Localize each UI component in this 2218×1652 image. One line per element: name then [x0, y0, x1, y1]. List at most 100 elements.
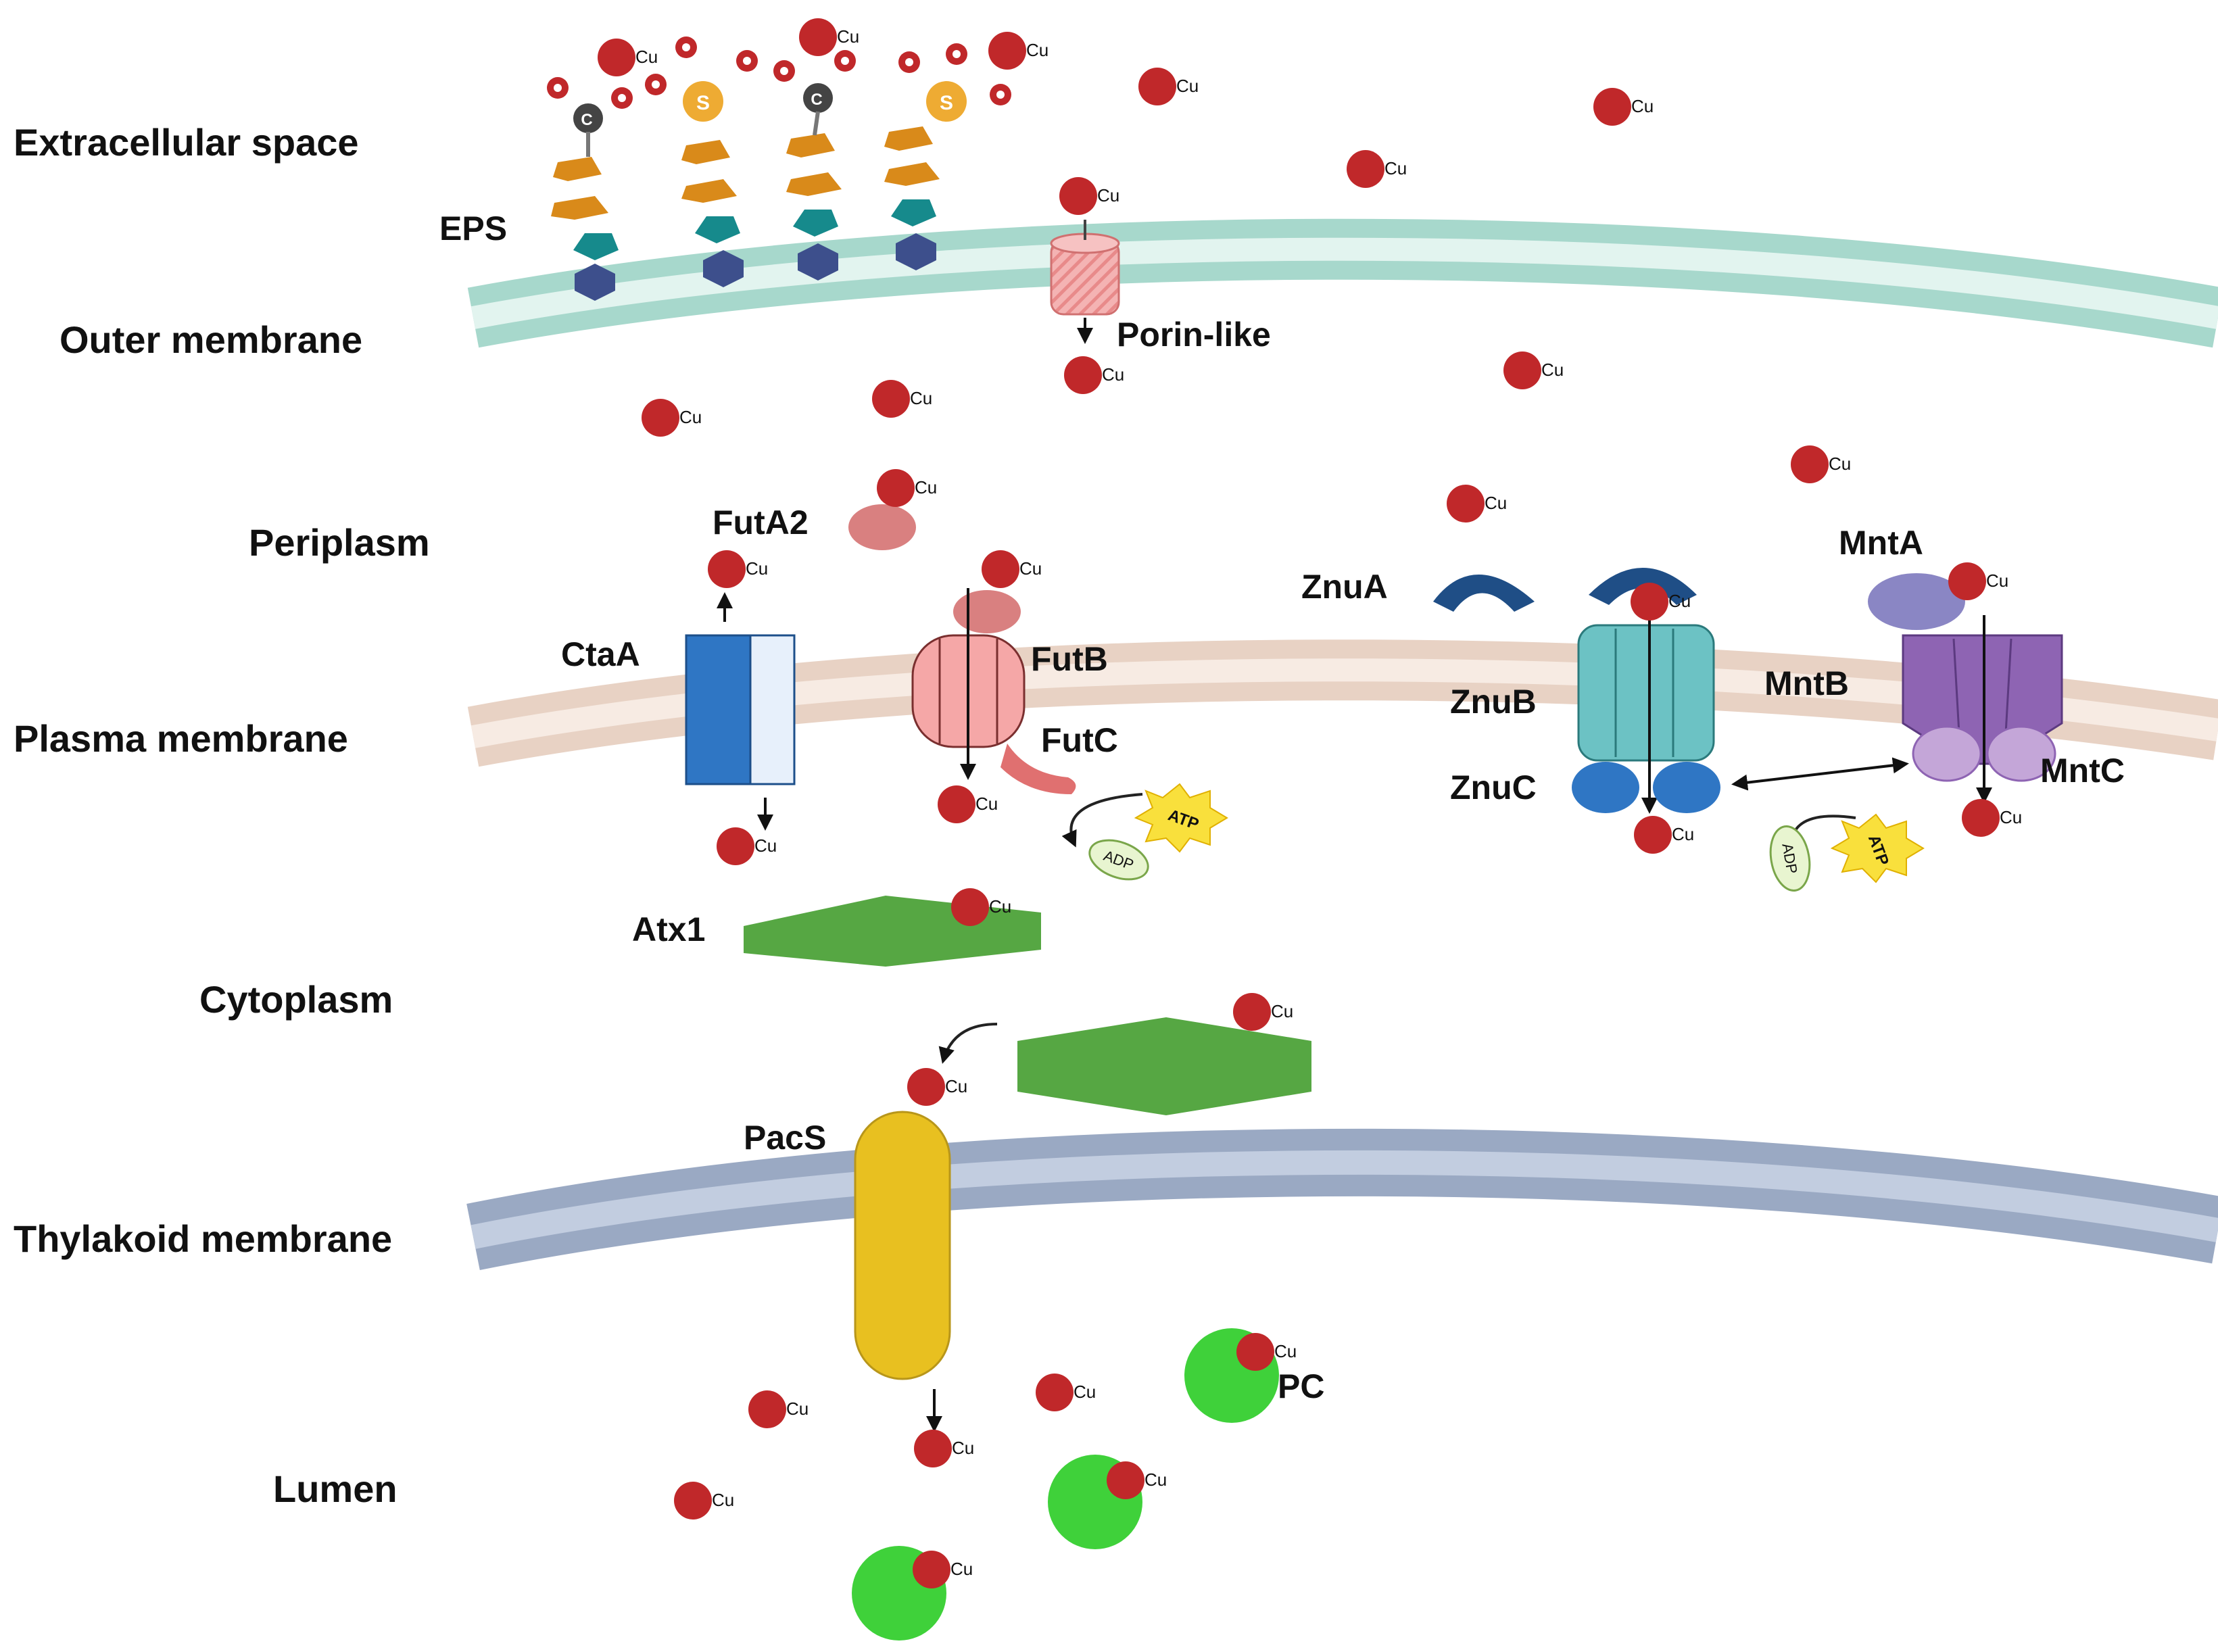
label-pacs: PacS: [744, 1119, 826, 1157]
label-thylakoid-membrane: Thylakoid membrane: [14, 1217, 392, 1260]
label-znuc: ZnuC: [1450, 769, 1537, 806]
copper-ion-label: Cu: [746, 558, 768, 579]
copper-ion-label: Cu: [1274, 1341, 1297, 1361]
copper-ion-label: Cu: [910, 388, 932, 408]
mnta-protein: [1868, 573, 1965, 630]
futb-transporter: [911, 588, 1026, 780]
copper-ion: Cu: [748, 1390, 809, 1428]
copper-ion: Cu: [988, 32, 1048, 70]
copper-ion: Cu: [1064, 356, 1124, 394]
label-pc: PC: [1278, 1367, 1324, 1405]
copper-ion-label: Cu: [1097, 185, 1119, 205]
copper-ion-label: Cu: [975, 794, 998, 814]
copper-ion-label: Cu: [1019, 558, 1042, 579]
copper-ion-label: Cu: [1829, 454, 1851, 474]
label-extracellular: Extracellular space: [14, 121, 359, 164]
eps-chain-3: [773, 50, 856, 281]
copper-ion-label: Cu: [1668, 591, 1691, 611]
copper-ion-label: Cu: [1631, 96, 1654, 116]
copper-ion: Cu: [1634, 816, 1694, 854]
copper-ion: Cu: [1138, 68, 1199, 105]
copper-ion-label: Cu: [754, 835, 777, 856]
label-futc: FutC: [1041, 721, 1118, 759]
futc-protein: [1000, 744, 1076, 794]
label-mntb: MntB: [1764, 664, 1849, 702]
copper-ion: Cu: [913, 1551, 973, 1588]
atp-burst-1: [1134, 783, 1228, 853]
copper-ion-label: Cu: [952, 1438, 974, 1458]
label-outer-membrane: Outer membrane: [59, 318, 362, 361]
atp-burst-2: [1830, 813, 1925, 883]
copper-ion: Cu: [598, 39, 658, 76]
copper-ion-label: Cu: [1271, 1001, 1293, 1021]
sulfate-s-1: S: [696, 92, 710, 114]
copper-ion-label: Cu: [2000, 807, 2022, 827]
copper-ion: Cu: [907, 1068, 967, 1106]
label-porin: Porin-like: [1117, 316, 1271, 354]
label-mnta: MntA: [1839, 524, 1923, 562]
copper-ion: Cu: [708, 550, 768, 588]
copper-ion: Cu: [1791, 445, 1851, 483]
label-periplasm: Periplasm: [249, 521, 430, 564]
copper-ion: Cu: [1503, 351, 1564, 389]
pacs-transporter: [854, 1111, 951, 1380]
copper-ion: Cu: [1036, 1374, 1096, 1411]
copper-ion: Cu: [1107, 1461, 1167, 1499]
copper-ion-label: Cu: [679, 407, 702, 427]
copper-ion-label: Cu: [1541, 360, 1564, 380]
adp-capsule-1: [1088, 839, 1149, 881]
copper-ion: Cu: [938, 785, 998, 823]
copper-ion-label: Cu: [786, 1399, 809, 1419]
copper-ion: Cu: [1233, 993, 1293, 1031]
copper-ion: Cu: [642, 399, 702, 437]
futa2-protein: [848, 504, 916, 550]
label-lumen: Lumen: [273, 1467, 397, 1510]
copper-ion: Cu: [982, 550, 1042, 588]
copper-ion-label: Cu: [1176, 76, 1199, 96]
label-plasma-membrane: Plasma membrane: [14, 717, 348, 760]
sulfate-s-2: S: [940, 92, 953, 114]
label-cytoplasm: Cytoplasm: [199, 978, 393, 1021]
label-znub: ZnuB: [1450, 683, 1537, 721]
thylakoid-membrane: [466, 1128, 2218, 1271]
label-znua: ZnuA: [1301, 568, 1388, 606]
copper-ion: Cu: [1347, 150, 1407, 188]
carboxyl-c-2: C: [811, 91, 822, 109]
copper-ion-label: Cu: [945, 1076, 967, 1096]
copper-ion: Cu: [1236, 1333, 1297, 1371]
outer-membrane: [467, 218, 2218, 348]
znu-mnt-shared-arrow: [1731, 757, 1909, 791]
copper-ion-label: Cu: [712, 1490, 734, 1510]
copper-ion: Cu: [1631, 583, 1691, 621]
copper-ion-label: Cu: [1026, 40, 1048, 60]
copper-ion-label: Cu: [1384, 158, 1407, 178]
label-atx1: Atx1: [632, 910, 705, 948]
copper-ion: Cu: [717, 827, 777, 865]
copper-ion-label: Cu: [1102, 364, 1124, 385]
atx1-protein-2: [1017, 1017, 1311, 1115]
label-mntc: MntC: [2040, 752, 2125, 789]
copper-ion: Cu: [872, 380, 932, 418]
mntb-transporter: [1902, 615, 2063, 804]
copper-ion: Cu: [1962, 799, 2022, 837]
label-futa2: FutA2: [713, 504, 809, 541]
eps-chain-1: [547, 77, 633, 301]
carboxyl-c-1: C: [581, 111, 592, 129]
futc-atp-arrow: [1061, 793, 1143, 848]
copper-ion: Cu: [877, 469, 937, 507]
copper-ion: Cu: [674, 1482, 734, 1520]
copper-ion-label: Cu: [837, 26, 859, 47]
copper-ion-label: Cu: [989, 896, 1011, 917]
ctaa-transporter: [685, 592, 796, 831]
copper-ion-label: Cu: [1144, 1469, 1167, 1490]
copper-ion: Cu: [1948, 562, 2008, 600]
copper-ion: Cu: [1059, 177, 1119, 215]
copper-ion: Cu: [951, 888, 1011, 926]
copper-ion-label: Cu: [1672, 824, 1694, 844]
copper-ion-label: Cu: [950, 1559, 973, 1579]
label-eps: EPS: [439, 210, 507, 247]
porin-like-channel: [1050, 220, 1120, 344]
copper-ion-label: Cu: [635, 47, 658, 67]
eps-chain-4: S: [884, 43, 1011, 270]
